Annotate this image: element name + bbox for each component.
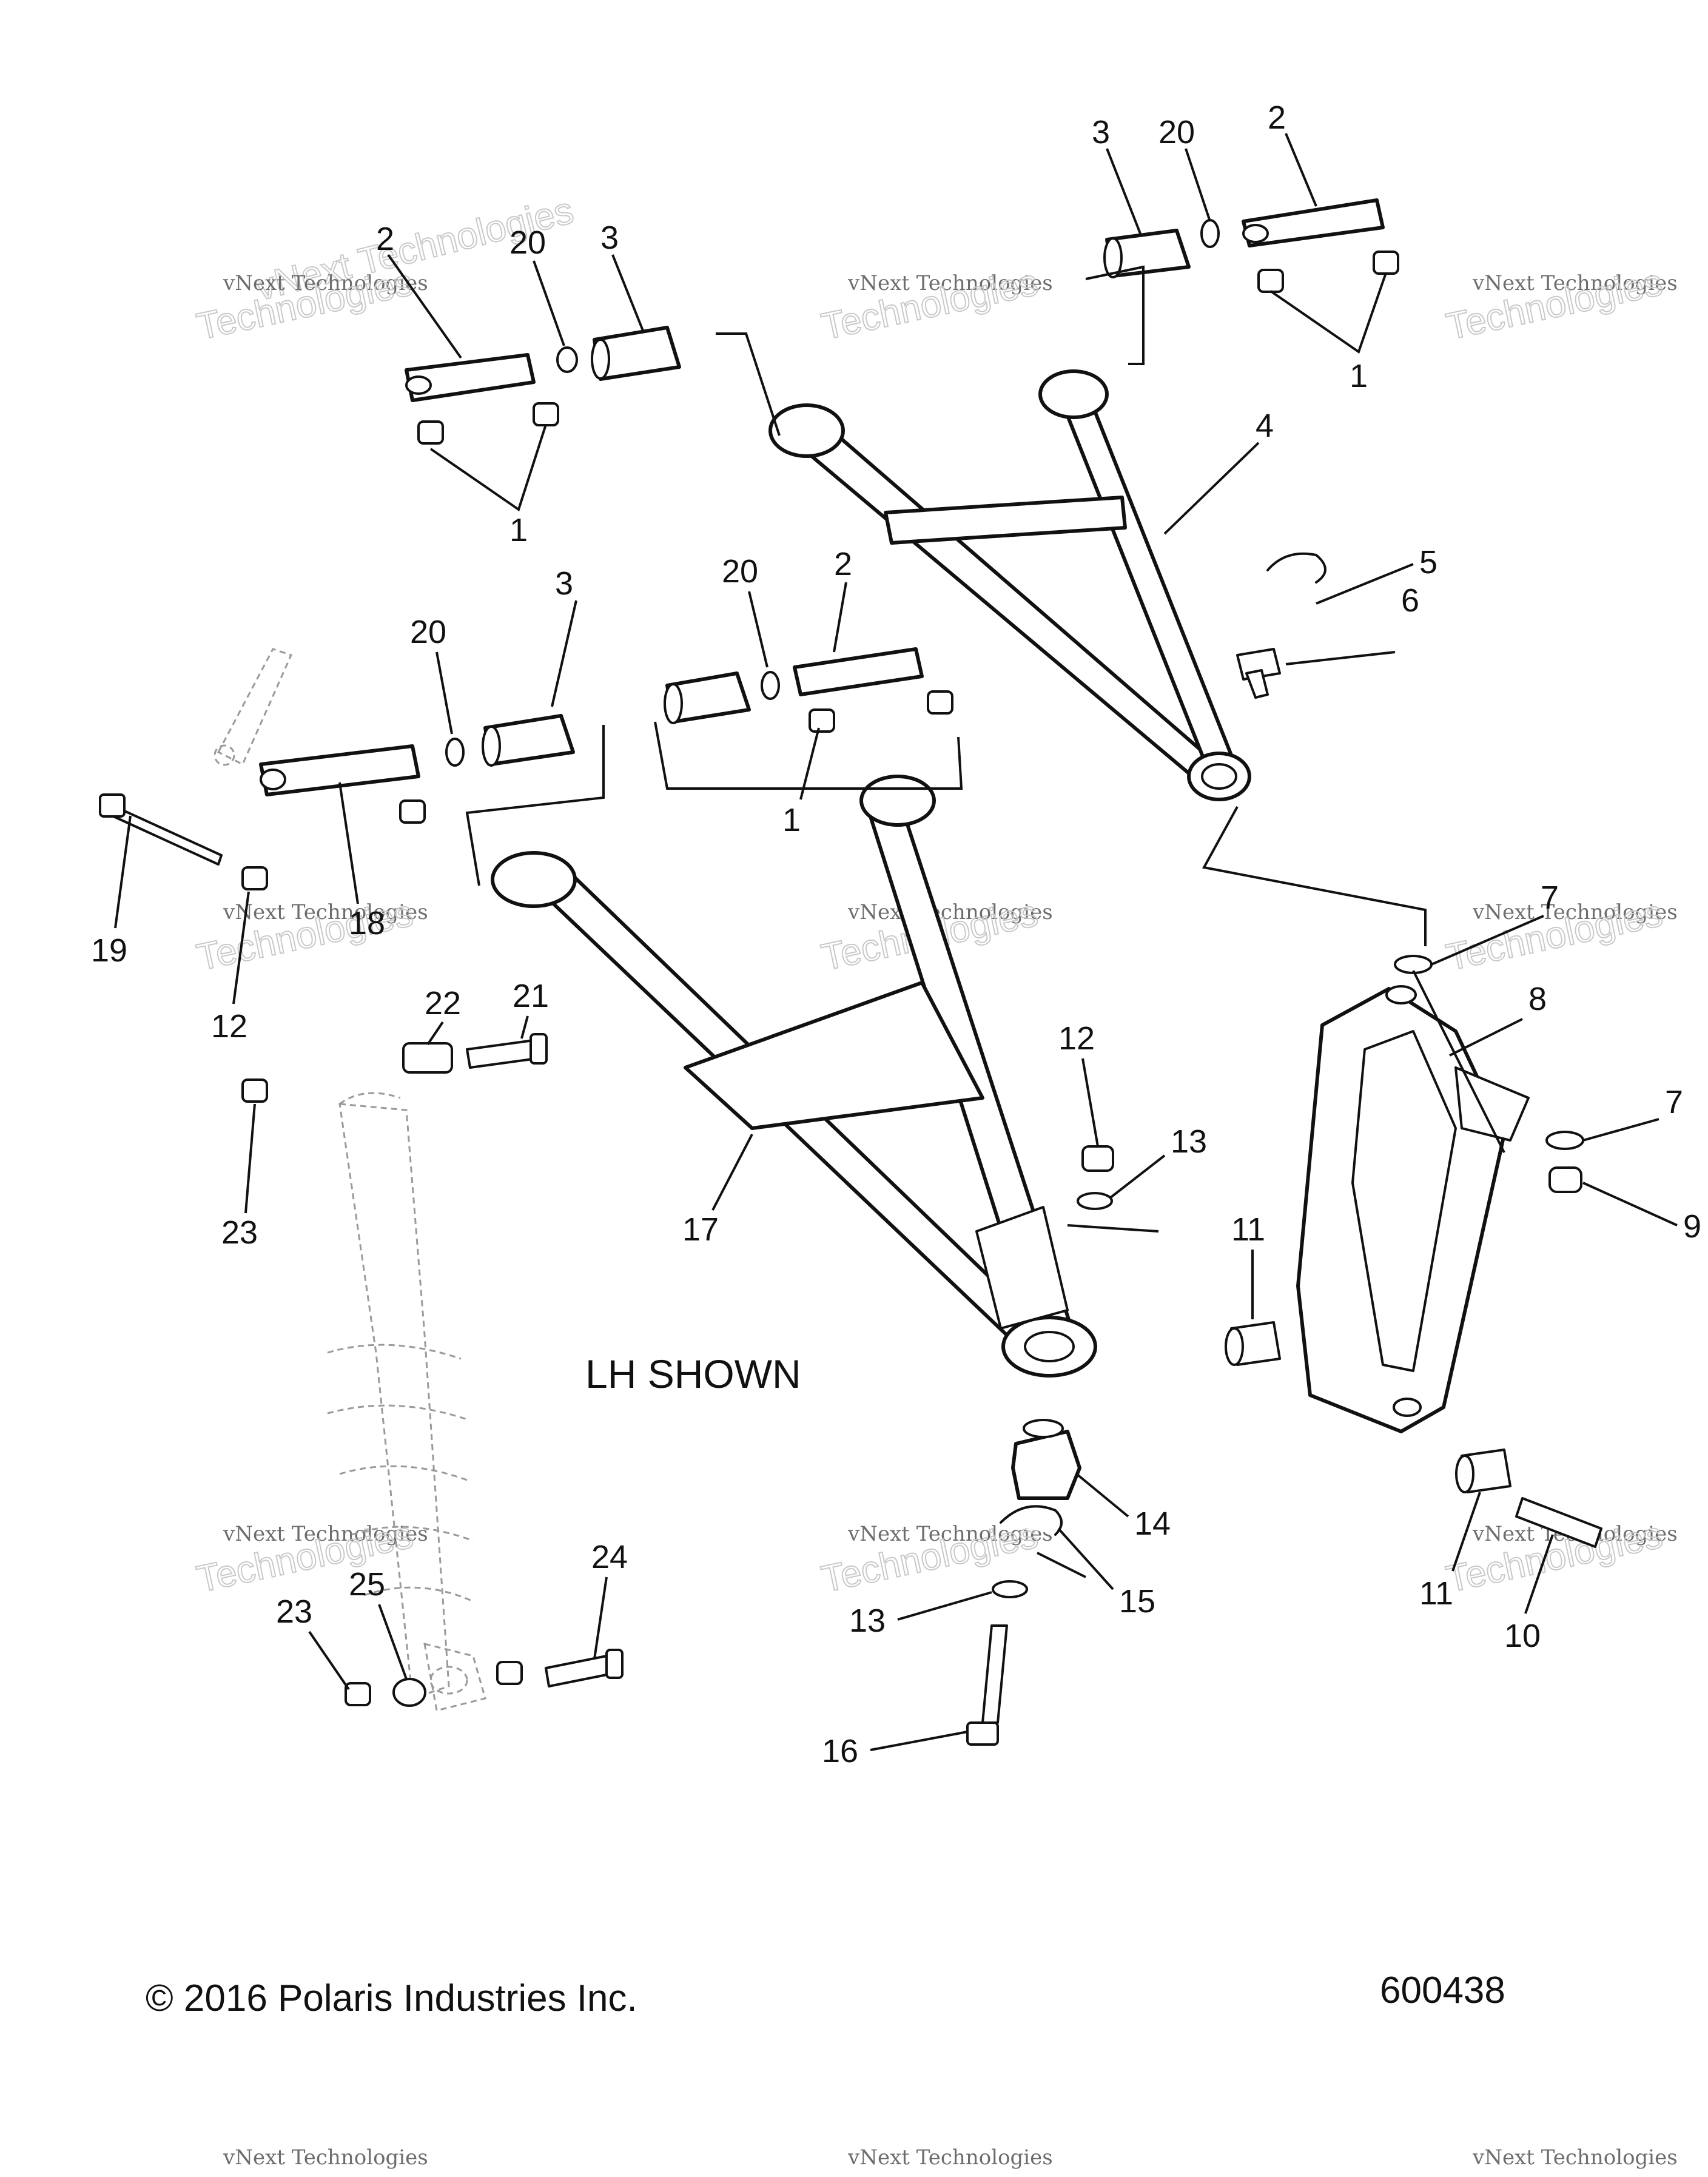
callout-17: 17: [682, 1211, 719, 1248]
callout-11: 11: [1419, 1575, 1453, 1612]
watermark-text: vNext Technologies: [1472, 271, 1678, 295]
watermark-text: vNext Technologies: [1472, 900, 1678, 924]
callout-7: 7: [1541, 880, 1559, 916]
watermark-labels: vNext Technologies vNext Technologies vN…: [223, 271, 1678, 2170]
callout-12: 12: [211, 1008, 247, 1045]
steering-knuckle: [1296, 985, 1530, 1433]
callout-5: 5: [1419, 544, 1437, 580]
watermark-text: vNext Technologies: [847, 900, 1053, 924]
callout-13: 13: [1171, 1123, 1207, 1160]
callout-3: 3: [1092, 114, 1110, 150]
callout-16: 16: [822, 1733, 858, 1769]
callout-9: 9: [1683, 1208, 1701, 1245]
callout-14: 14: [1134, 1506, 1171, 1542]
upper-a-arm: [768, 369, 1251, 801]
callout-20: 20: [722, 553, 758, 590]
callout-3: 3: [555, 565, 573, 602]
callout-24: 24: [591, 1539, 628, 1575]
ghost-link: [214, 648, 293, 766]
callout-20: 20: [410, 614, 446, 650]
callout-18: 18: [349, 905, 385, 941]
figure-number: 600438: [1380, 1970, 1505, 2011]
callout-20: 20: [1158, 114, 1195, 150]
callout-20: 20: [509, 224, 546, 261]
callout-2: 2: [834, 546, 852, 582]
callout-23: 23: [221, 1214, 258, 1251]
watermark-text: vNext Technologies: [847, 271, 1053, 295]
watermark-text: vNext Technologies: [1472, 2145, 1678, 2170]
callout-21: 21: [513, 978, 549, 1014]
watermark-text: vNext Technologies: [223, 2145, 428, 2170]
assembly-brackets: [465, 265, 1505, 1578]
callout-13: 13: [849, 1603, 886, 1639]
callout-1: 1: [1350, 358, 1368, 394]
callout-3: 3: [600, 220, 619, 256]
callout-19: 19: [91, 932, 127, 969]
callout-23: 23: [276, 1593, 312, 1630]
lower-a-arm: [491, 775, 1097, 1378]
copyright-text: © 2016 Polaris Industries Inc.: [146, 1977, 637, 2019]
shock-absorber: [327, 1092, 486, 1712]
lh-shown-note: LH SHOWN: [585, 1351, 801, 1396]
callout-4: 4: [1256, 408, 1274, 444]
callout-11: 11: [1231, 1211, 1265, 1248]
watermark-text: vNext Technologies: [223, 271, 428, 295]
callout-15: 15: [1119, 1583, 1155, 1620]
callout-7: 7: [1665, 1084, 1683, 1120]
callout-2: 2: [1268, 99, 1286, 136]
callout-6: 6: [1401, 582, 1419, 619]
callout-1: 1: [782, 802, 801, 838]
small-parts: [99, 198, 1602, 1746]
watermark-text: vNext Technologies: [847, 2145, 1053, 2170]
callout-22: 22: [425, 985, 461, 1021]
callout-2: 2: [376, 221, 394, 257]
watermark-text: vNext Technologies: [223, 900, 428, 924]
callout-8: 8: [1528, 981, 1547, 1017]
callout-10: 10: [1504, 1618, 1541, 1654]
callout-12: 12: [1058, 1020, 1095, 1057]
callout-1: 1: [509, 512, 528, 548]
callout-25: 25: [349, 1566, 385, 1603]
callouts: 2 20 3 1 3 20 2 1 4 5 6 20 3 20 2 1: [91, 99, 1701, 1769]
